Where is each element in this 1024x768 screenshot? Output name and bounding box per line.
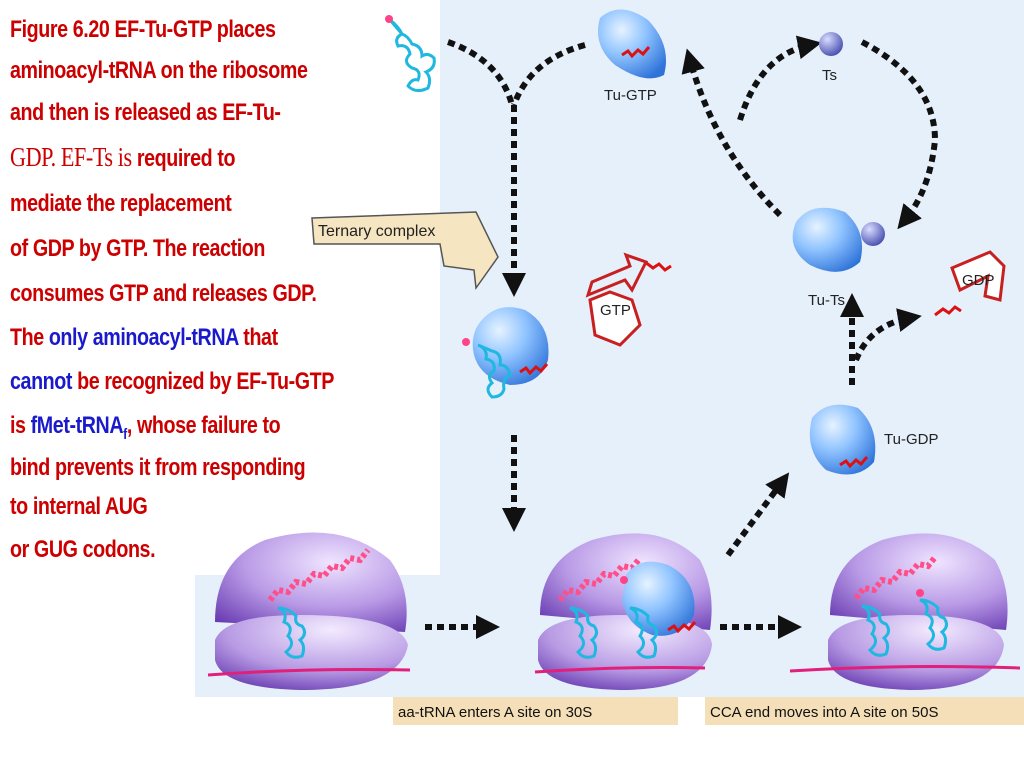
caption-line-3: and then is released as EF-Tu-: [10, 99, 281, 126]
mrna-strands: [207, 665, 1021, 677]
caption-line-12: to internal AUG: [10, 493, 148, 520]
caption-line-6: of GDP by GTP. The reaction: [10, 235, 266, 262]
caption-line-4: GDP. EF-Ts is required to: [10, 134, 363, 182]
caption-line-4-serif: GDP. EF-Ts is: [10, 142, 137, 172]
footer-left-label: aa-tRNA enters A site on 30S: [398, 704, 592, 721]
ternary-complex: [462, 307, 549, 399]
footer-right-label: CCA end moves into A site on 50S: [710, 704, 938, 721]
ribosome-3: [828, 533, 1008, 690]
tu-gdp-label: Tu-GDP: [884, 431, 938, 448]
tu-ts-protein: [792, 207, 885, 272]
pathway-arrows: [425, 35, 939, 639]
caption-line-4-bold: required to: [136, 145, 236, 172]
footer-box-right: [705, 697, 1024, 725]
caption-line-10-is: is: [10, 412, 31, 439]
caption-line-8: The only aminoacyl-tRNA that: [10, 316, 363, 360]
arrow-aatrna-merge: [447, 39, 515, 106]
arrow-gdp-release: [853, 308, 922, 362]
ribosome-2: [538, 533, 712, 690]
gtp-molecule: [585, 252, 672, 347]
gdp-label: GDP: [962, 272, 995, 289]
caption-background: [0, 0, 440, 575]
caption-line-5: mediate the replacement: [10, 190, 232, 217]
caption-line-2: aminoacyl-tRNA on the ribosome: [10, 57, 308, 84]
caption-line-13: or GUG codons.: [10, 536, 156, 563]
caption-line-7: consumes GTP and releases GDP.: [10, 280, 317, 307]
caption-line-10: is fMet-tRNAf, whose failure to: [10, 404, 363, 448]
arrow-tuts-to-tugtp: [681, 48, 783, 218]
caption-only: only: [48, 324, 88, 351]
arrow-ts-to-tuts: [860, 39, 939, 230]
tu-gtp-protein: [597, 9, 666, 79]
gdp-molecule: [934, 250, 1006, 317]
caption-line-8-that: that: [238, 324, 278, 351]
tu-gtp-label: Tu-GTP: [604, 87, 657, 104]
caption-fmet-trna: fMet-tRNA: [30, 412, 124, 439]
gtp-label: GTP: [600, 302, 631, 319]
arrow-to-ts: [737, 35, 822, 121]
caption-line-8-a: The: [10, 324, 49, 351]
caption-cannot: cannot: [10, 368, 73, 395]
caption-aminoacyl-trna: aminoacyl-tRNA: [92, 324, 239, 351]
caption-fmet-subscript: f: [123, 425, 127, 443]
ts-label: Ts: [822, 67, 837, 84]
caption-line-10-rest: , whose failure to: [126, 412, 281, 439]
figure-caption: Figure 6.20 EF-Tu-GTP places aminoacyl-t…: [10, 10, 363, 574]
aminoacyl-trna: [385, 15, 436, 93]
footer-box-left: [393, 697, 678, 725]
arrow-ribosome-to-tugdp: [725, 472, 790, 557]
caption-line-11: bind prevents it from responding: [10, 454, 306, 481]
tu-ts-label: Tu-Ts: [808, 292, 845, 309]
tu-gdp-protein: [809, 404, 876, 475]
caption-line-9: cannot be recognized by EF-Tu-GTP: [10, 360, 363, 404]
caption-line-1: Figure 6.20 EF-Tu-GTP places: [10, 16, 276, 43]
ternary-complex-callout: [311, 211, 499, 291]
arrow-tugtp-merge: [511, 42, 586, 107]
caption-line-9-rest: be recognized by EF-Tu-GTP: [72, 368, 334, 395]
ts-protein: [819, 32, 843, 56]
ternary-complex-label: Ternary complex: [318, 223, 435, 240]
